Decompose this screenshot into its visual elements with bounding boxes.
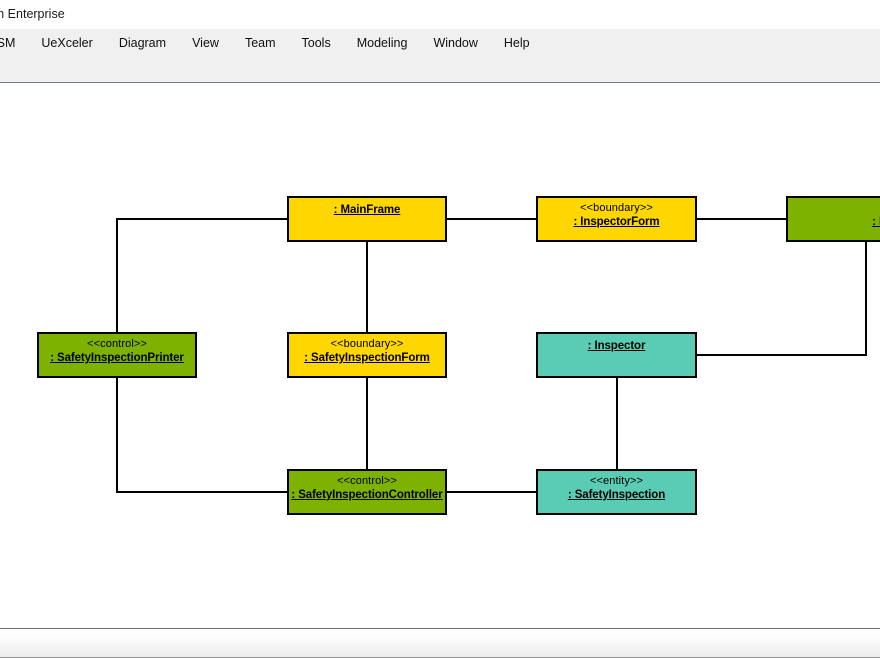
connector-safetyinspectionprinter-to-safetyinspectioncontroller[interactable] — [116, 219, 287, 493]
uml-stereotype-label: <<boundary>> — [330, 338, 404, 350]
window-title: radigm Enterprise — [0, 7, 65, 21]
uml-stereotype-label: <<control>> — [788, 202, 880, 215]
uml-node-safetyinspectionform[interactable]: <<boundary>> : SafetyInspectionForm — [287, 332, 447, 378]
menu-item-uexceler[interactable]: UeXceler — [41, 35, 93, 50]
menu-item-diagram[interactable]: Diagram — [118, 35, 167, 50]
uml-node-name: : InspectorForm — [573, 216, 660, 228]
uml-node-name: : Inspector — [587, 340, 646, 352]
menu-item-help[interactable]: Help — [503, 35, 530, 50]
menu-item-tsm[interactable]: TSM — [0, 35, 16, 50]
connector-inspectorcontroller-to-inspector[interactable] — [697, 242, 867, 356]
uml-node-safetyinspection[interactable]: <<entity>> : SafetyInspection — [536, 469, 697, 515]
title-bar: radigm Enterprise — [0, 0, 880, 29]
uml-node-name: : InspectorCo — [872, 216, 880, 228]
menu-bar: TSM UeXceler Diagram View Team Tools Modeling W… — [0, 29, 880, 56]
menu-item-modeling[interactable]: Modeling — [356, 35, 408, 50]
uml-node-inspector[interactable]: : Inspector — [536, 332, 697, 378]
uml-node-safetyinspectioncontroller[interactable]: <<control>> : SafetyInspectionController — [287, 469, 447, 515]
diagram-canvas[interactable]: : MainFrame<<boundary>>: InspectorForm<<… — [0, 83, 880, 628]
toolbar — [0, 56, 880, 83]
uml-node-name: : SafetyInspectionPrinter — [50, 352, 184, 364]
menu-item-tools[interactable]: Tools — [301, 35, 331, 50]
connector-layer — [116, 218, 867, 493]
uml-node-mainframe[interactable]: : MainFrame — [287, 196, 447, 242]
uml-stereotype-label: <<control>> — [337, 475, 397, 487]
uml-node-name: : SafetyInspectionForm — [304, 352, 430, 364]
uml-node-inspectorcontroller[interactable]: <<control>>: InspectorCo — [786, 196, 880, 242]
uml-stereotype-label: <<control>> — [87, 338, 147, 350]
menu-item-view[interactable]: View — [192, 35, 219, 50]
uml-node-name: : SafetyInspection — [567, 489, 666, 501]
uml-stereotype-label: <<boundary>> — [580, 202, 653, 214]
uml-node-inspectorform[interactable]: <<boundary>> : InspectorForm — [536, 196, 697, 242]
uml-stereotype-label: <<entity>> — [590, 475, 643, 487]
status-bar — [0, 628, 880, 658]
uml-node-safetyinspectionprinter[interactable]: <<control>> : SafetyInspectionPrinter — [37, 332, 197, 378]
uml-node-name: : MainFrame — [333, 204, 401, 216]
menu-item-window[interactable]: Window — [433, 35, 478, 50]
uml-node-name: : SafetyInspectionController — [291, 489, 443, 501]
menu-item-team[interactable]: Team — [244, 35, 276, 50]
